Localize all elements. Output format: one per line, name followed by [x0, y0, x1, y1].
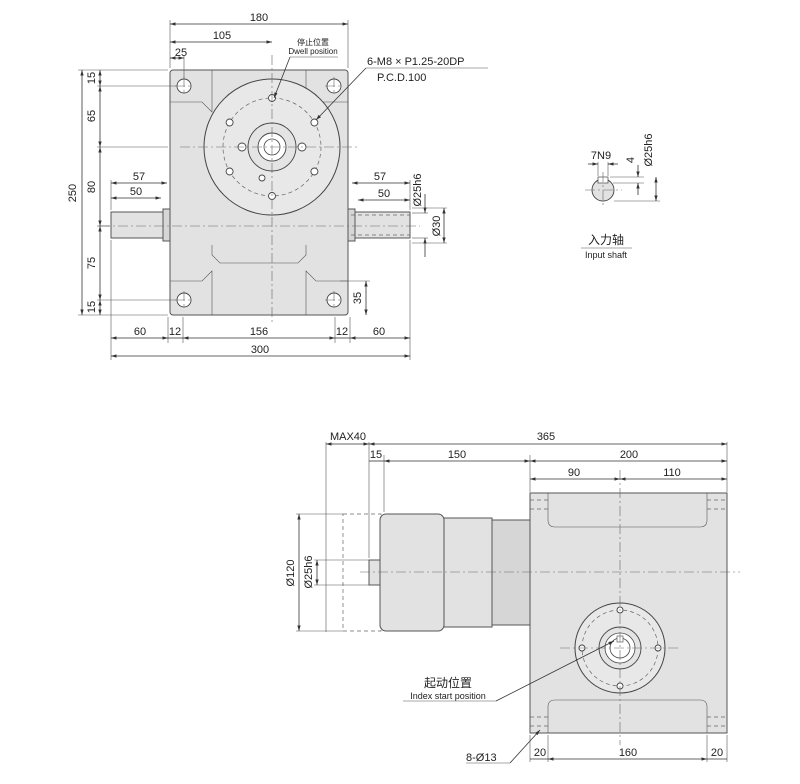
dim-90: 90	[568, 467, 580, 479]
dim-75: 75	[86, 257, 98, 269]
dim-50-right: 50	[378, 188, 390, 200]
dim-15-side: 15	[370, 449, 382, 461]
index-start-cn: 起动位置	[424, 675, 472, 690]
index-start-en: Index start position	[410, 691, 486, 701]
dim-25h6-shaft: Ø25h6	[412, 173, 424, 206]
dim-20-right: 20	[711, 747, 723, 759]
dim-60-right: 60	[373, 326, 385, 338]
dim-150: 150	[448, 449, 466, 461]
dim-57-left: 57	[133, 171, 145, 183]
dim-300: 300	[251, 344, 269, 356]
dim-35: 35	[352, 292, 364, 304]
dim-120: Ø120	[285, 560, 297, 587]
adapter-body	[491, 519, 531, 626]
left-shaft-collar	[162, 208, 171, 242]
dim-80: 80	[86, 181, 98, 193]
dim-12-left: 12	[169, 326, 181, 338]
dim-20-left: 20	[534, 747, 546, 759]
dim-156: 156	[250, 326, 268, 338]
thread-note: 6-M8 × P1.25-20DP	[367, 56, 465, 68]
dim-365: 365	[537, 431, 555, 443]
right-input-shaft	[350, 211, 411, 239]
dim-160: 160	[619, 747, 637, 759]
dim-25h6-detail: Ø25h6	[643, 133, 655, 166]
dim-57-right: 57	[374, 171, 386, 183]
dim-15-top: 15	[86, 72, 98, 84]
side-input-shaft	[368, 559, 382, 586]
dim-105: 105	[213, 30, 231, 42]
dim-30: Ø30	[431, 216, 443, 237]
dim-60-left: 60	[134, 326, 146, 338]
dim-65: 65	[86, 110, 98, 122]
input-shaft-label-en: Input shaft	[585, 250, 628, 260]
input-shaft-detail: 7N9 4 Ø25h6 入力轴 Input shaft	[581, 133, 660, 260]
reducer-flange	[379, 513, 445, 632]
left-input-shaft	[110, 211, 169, 239]
dim-250: 250	[67, 184, 79, 202]
dim-50-left: 50	[130, 186, 142, 198]
pcd-note: P.C.D.100	[377, 72, 426, 84]
reducer-body	[443, 517, 493, 628]
top-view: 180 105 25 停止位置 Dwell position 6-M8 × P1…	[67, 12, 488, 360]
dim-180: 180	[250, 12, 268, 24]
dim-max40: MAX40	[330, 431, 366, 443]
dim-4: 4	[625, 157, 637, 163]
input-shaft-label-cn: 入力轴	[588, 232, 624, 247]
dwell-label-cn: 停止位置	[297, 37, 329, 47]
dwell-label-en: Dwell position	[288, 47, 337, 56]
dim-15-bottom: 15	[86, 301, 98, 313]
holes-note: 8-Ø13	[466, 752, 497, 764]
dim-110: 110	[663, 467, 681, 479]
side-view: MAX40 365 15 150 200 90 110 Ø120 Ø25h6 起…	[285, 431, 740, 764]
dim-7n9: 7N9	[591, 150, 611, 162]
dim-25h6-side: Ø25h6	[303, 555, 315, 588]
dim-200: 200	[620, 449, 638, 461]
dim-25: 25	[175, 47, 187, 59]
right-shaft-collar	[347, 208, 356, 242]
dim-12-right: 12	[336, 326, 348, 338]
